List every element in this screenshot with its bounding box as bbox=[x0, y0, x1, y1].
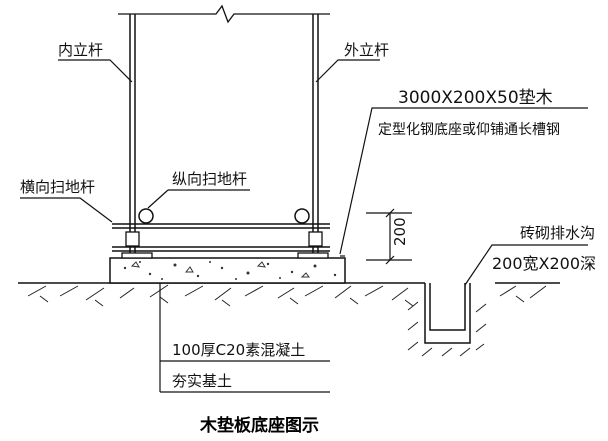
transverse-sweep-pole bbox=[112, 223, 330, 229]
label-transverse-sweep: 横向扫地杆 bbox=[20, 178, 95, 196]
drainage-ditch bbox=[424, 283, 471, 344]
lower-bar bbox=[112, 246, 330, 252]
longitudinal-sweep-right bbox=[294, 208, 310, 224]
concrete-pad bbox=[109, 257, 346, 284]
label-drain-title: 砖砌排水沟 bbox=[520, 224, 595, 242]
right-clamp bbox=[308, 231, 323, 247]
inner-pole bbox=[129, 14, 136, 253]
label-longitudinal-sweep: 纵向扫地杆 bbox=[172, 170, 247, 188]
left-clamp bbox=[125, 231, 140, 247]
soil-hatch bbox=[27, 284, 547, 357]
label-compacted-soil: 夯实基土 bbox=[172, 372, 232, 390]
label-dimension-200: 200 bbox=[391, 217, 409, 246]
label-pad-spec-line2: 定型化钢底座或仰铺通长槽钢 bbox=[378, 122, 560, 138]
label-drain-size: 200宽X200深 bbox=[492, 254, 596, 273]
left-base-plate bbox=[121, 252, 153, 259]
break-symbol bbox=[118, 4, 330, 24]
right-base-plate bbox=[297, 252, 329, 259]
dimension-200 bbox=[366, 208, 412, 265]
figure-caption: 木垫板底座图示 bbox=[199, 415, 319, 436]
outer-pole bbox=[312, 14, 319, 253]
label-outer-pole: 外立杆 bbox=[344, 41, 389, 59]
label-concrete: 100厚C20素混凝土 bbox=[172, 341, 305, 359]
leader-lines bbox=[20, 59, 588, 393]
label-pad-spec-line1: 3000X200X50垫木 bbox=[398, 88, 553, 108]
longitudinal-sweep-left bbox=[138, 208, 154, 224]
label-inner-pole: 内立杆 bbox=[58, 41, 103, 59]
